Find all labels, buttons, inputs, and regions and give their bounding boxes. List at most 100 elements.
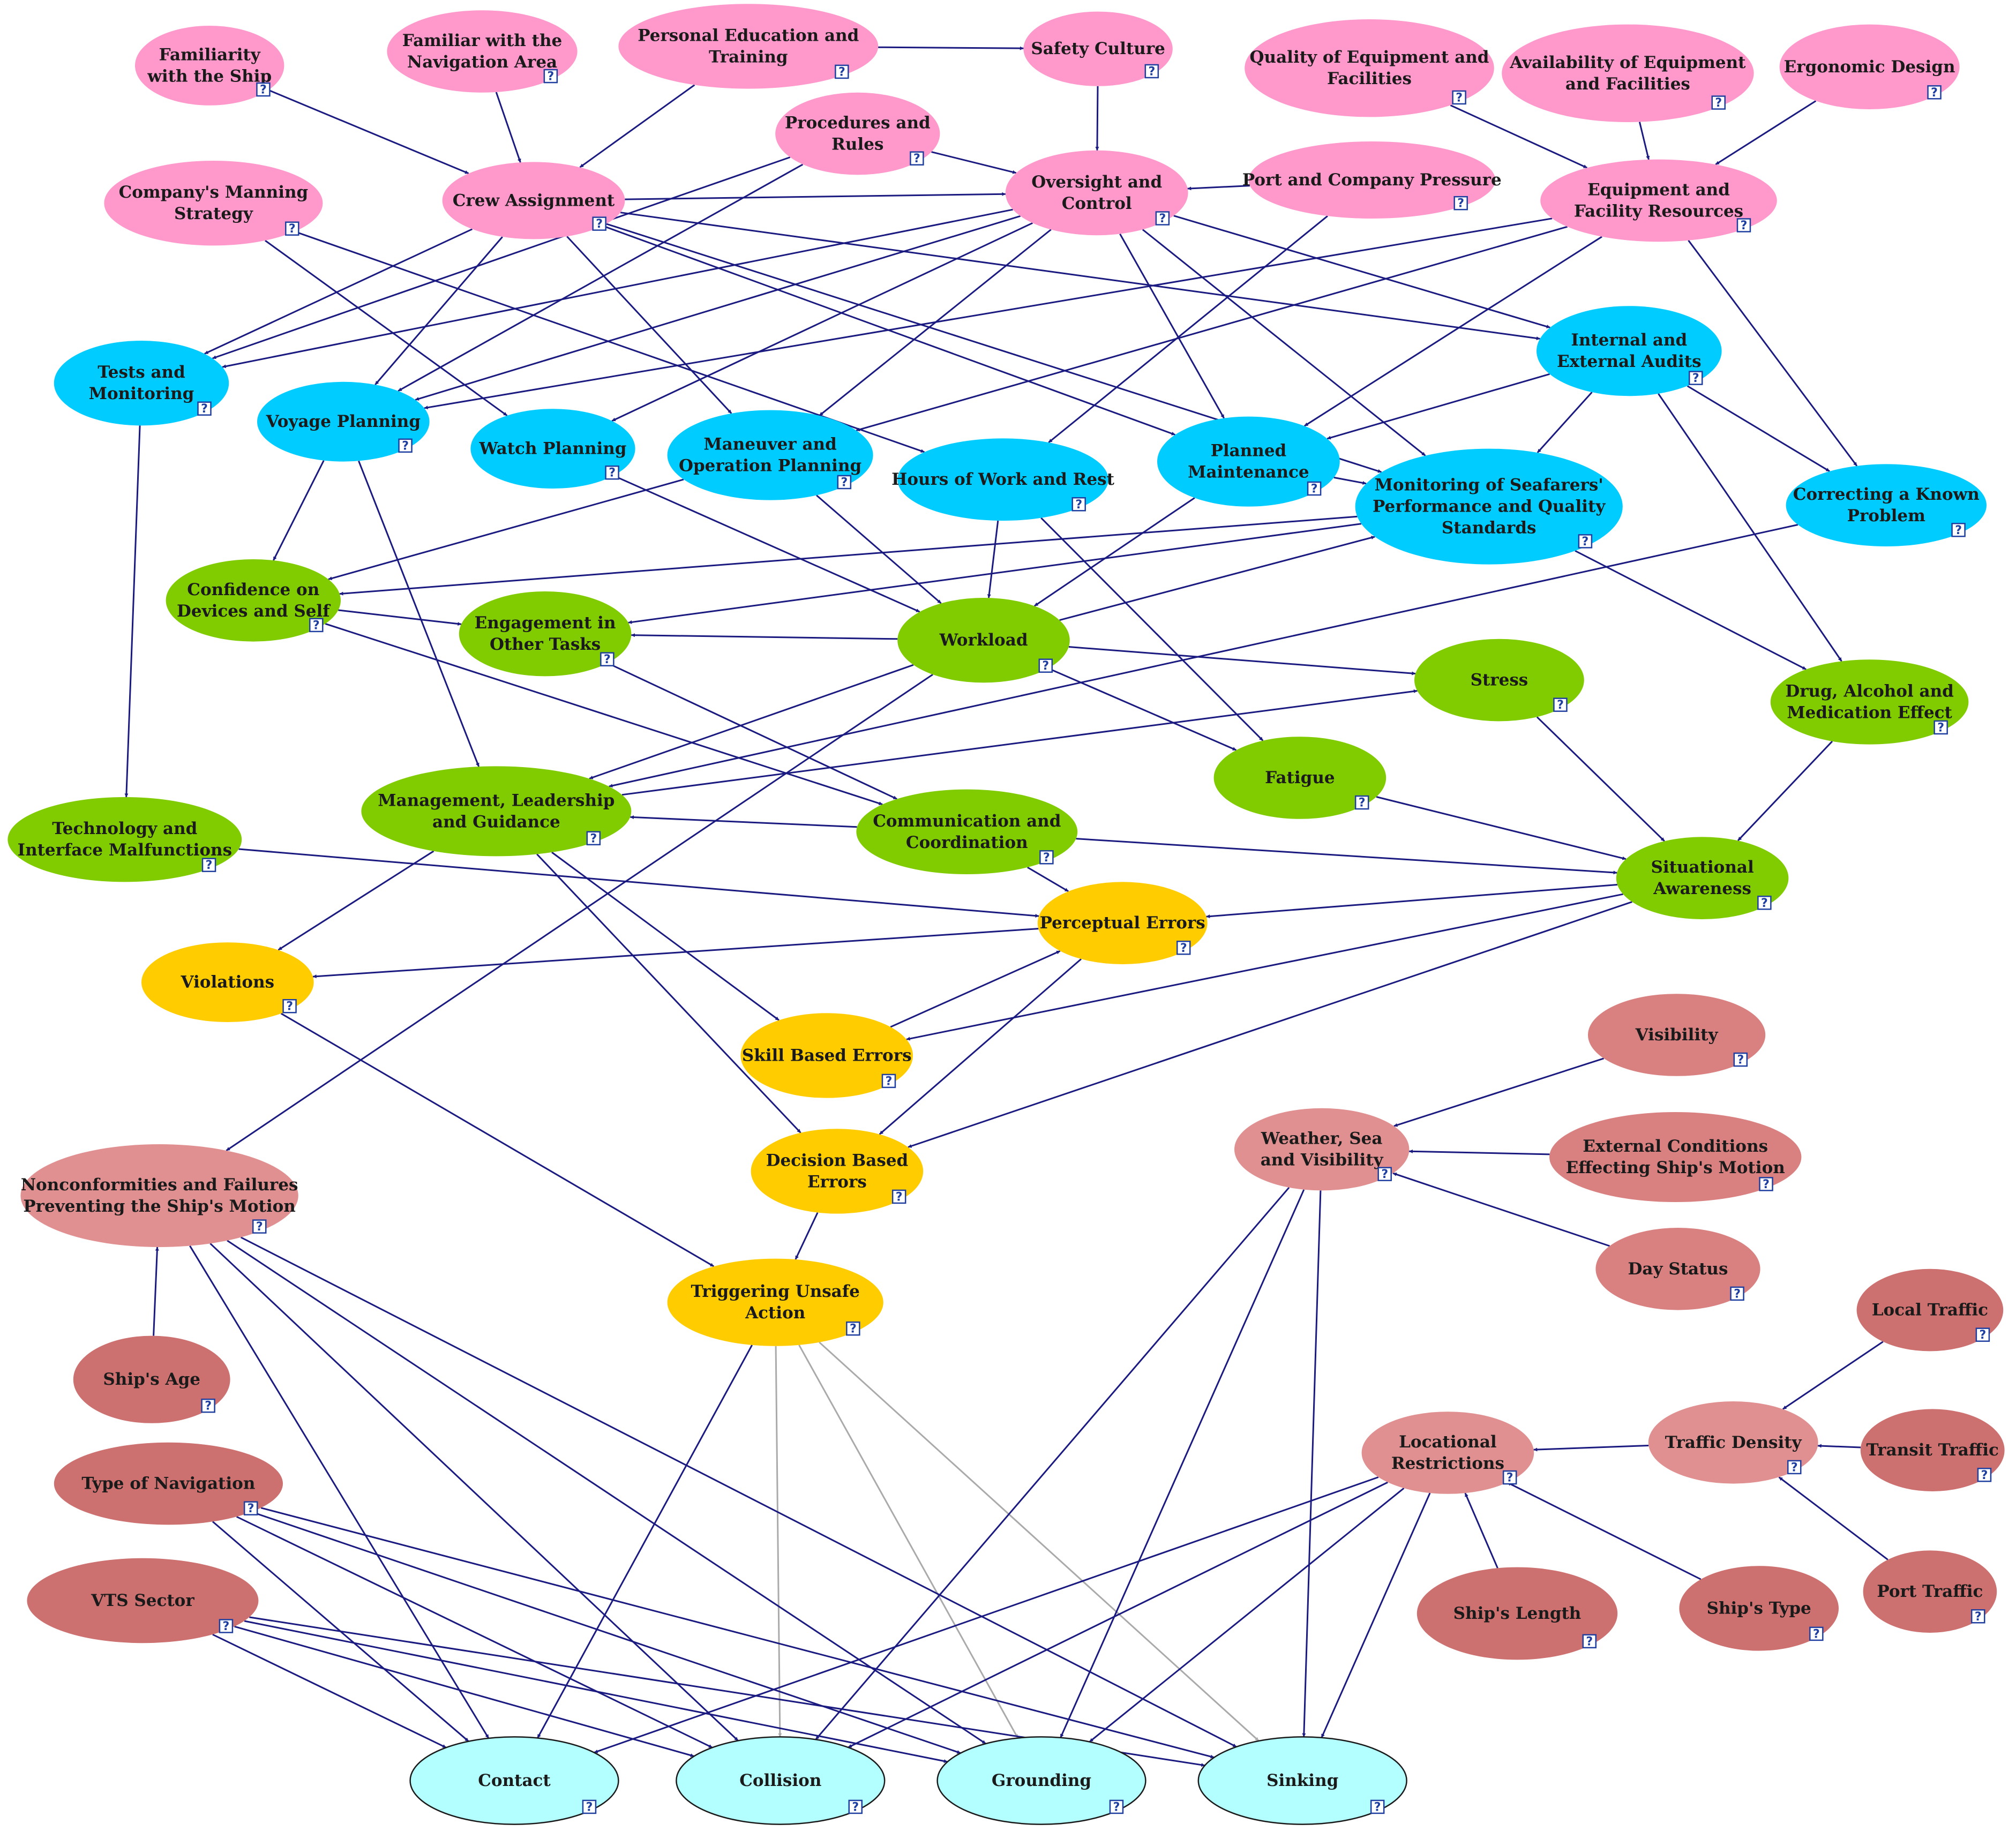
node-hours-work-rest[interactable]: Hours of Work and Rest?: [891, 438, 1115, 521]
node-ellipse[interactable]: [1860, 1409, 2005, 1491]
help-icon[interactable]: ?: [201, 858, 216, 873]
node-ellipse[interactable]: [1588, 994, 1766, 1076]
node-ellipse[interactable]: [1234, 1108, 1410, 1191]
node-collision[interactable]: Collision?: [676, 1736, 886, 1825]
help-icon[interactable]: ?: [1370, 1799, 1385, 1814]
help-icon[interactable]: ?: [1711, 95, 1726, 110]
help-icon[interactable]: ?: [543, 69, 558, 84]
help-icon[interactable]: ?: [1977, 1468, 1992, 1482]
help-icon[interactable]: ?: [1071, 497, 1086, 512]
help-icon[interactable]: ?: [1975, 1327, 1990, 1342]
node-ellipse[interactable]: [1414, 639, 1584, 722]
node-fatigue[interactable]: Fatigue?: [1213, 737, 1387, 819]
node-ellipse[interactable]: [775, 92, 940, 175]
help-icon[interactable]: ?: [1144, 64, 1159, 79]
node-ellipse[interactable]: [141, 942, 314, 1022]
node-ellipse[interactable]: [1197, 1736, 1407, 1825]
help-icon[interactable]: ?: [592, 216, 606, 231]
node-ellipse[interactable]: [1856, 1268, 2004, 1352]
node-ships-type[interactable]: Ship's Type?: [1679, 1566, 1839, 1651]
node-ellipse[interactable]: [470, 409, 635, 489]
node-ellipse[interactable]: [1157, 416, 1340, 507]
node-ellipse[interactable]: [1679, 1566, 1839, 1651]
help-icon[interactable]: ?: [1757, 896, 1772, 910]
node-ellipse[interactable]: [1355, 448, 1623, 565]
help-icon[interactable]: ?: [256, 82, 271, 97]
help-icon[interactable]: ?: [1502, 1470, 1517, 1485]
node-ellipse[interactable]: [751, 1129, 924, 1214]
node-ellipse[interactable]: [1213, 737, 1387, 819]
node-ellipse[interactable]: [27, 1558, 259, 1643]
help-icon[interactable]: ?: [1971, 1609, 1985, 1624]
node-skill-errors[interactable]: Skill Based Errors?: [740, 1013, 913, 1098]
help-icon[interactable]: ?: [201, 1398, 215, 1413]
help-icon[interactable]: ?: [398, 438, 413, 453]
help-icon[interactable]: ?: [1933, 720, 1948, 735]
node-ellipse[interactable]: [897, 598, 1070, 683]
help-icon[interactable]: ?: [219, 1619, 234, 1634]
help-icon[interactable]: ?: [586, 831, 601, 846]
node-transit-traffic[interactable]: Transit Traffic?: [1860, 1409, 2005, 1491]
node-ellipse[interactable]: [1245, 19, 1494, 117]
node-ellipse[interactable]: [257, 381, 430, 462]
node-ellipse[interactable]: [618, 4, 879, 89]
help-icon[interactable]: ?: [1578, 534, 1593, 549]
node-ellipse[interactable]: [54, 1442, 283, 1525]
node-ellipse[interactable]: [361, 766, 632, 857]
node-ergonomic-design[interactable]: Ergonomic Design?: [1779, 24, 1960, 109]
node-voyage-planning[interactable]: Voyage Planning?: [257, 381, 430, 462]
node-ellipse[interactable]: [1616, 837, 1789, 919]
node-local-traffic[interactable]: Local Traffic?: [1856, 1268, 2004, 1352]
help-icon[interactable]: ?: [582, 1799, 597, 1814]
node-ellipse[interactable]: [1779, 24, 1960, 109]
node-safety-culture[interactable]: Safety Culture?: [1023, 11, 1173, 86]
node-crew-assignment[interactable]: Crew Assignment?: [442, 162, 625, 239]
help-icon[interactable]: ?: [1809, 1626, 1824, 1641]
node-ellipse[interactable]: [459, 591, 632, 677]
help-icon[interactable]: ?: [1582, 1634, 1597, 1649]
help-icon[interactable]: ?: [243, 1501, 258, 1516]
node-ellipse[interactable]: [1361, 1412, 1534, 1494]
node-ellipse[interactable]: [442, 162, 625, 239]
help-icon[interactable]: ?: [848, 1799, 863, 1814]
node-ellipse[interactable]: [166, 559, 341, 642]
node-violations[interactable]: Violations?: [141, 942, 314, 1022]
node-ellipse[interactable]: [1770, 659, 1969, 745]
help-icon[interactable]: ?: [252, 1219, 267, 1234]
help-icon[interactable]: ?: [910, 151, 924, 166]
node-ellipse[interactable]: [1417, 1567, 1618, 1660]
help-icon[interactable]: ?: [197, 401, 212, 416]
node-vts-sector[interactable]: VTS Sector?: [27, 1558, 259, 1643]
node-ellipse[interactable]: [1005, 150, 1188, 236]
node-ellipse[interactable]: [1540, 159, 1777, 242]
help-icon[interactable]: ?: [1759, 1177, 1773, 1191]
help-icon[interactable]: ?: [1730, 1286, 1744, 1301]
help-icon[interactable]: ?: [1688, 371, 1703, 386]
node-port-traffic[interactable]: Port Traffic?: [1863, 1550, 1997, 1633]
node-traffic-density[interactable]: Traffic Density?: [1648, 1401, 1818, 1484]
node-monitoring-seafarers[interactable]: Monitoring of Seafarers'Performance and …: [1355, 448, 1623, 565]
node-ellipse[interactable]: [1786, 464, 1987, 546]
help-icon[interactable]: ?: [835, 64, 849, 79]
help-icon[interactable]: ?: [1736, 218, 1751, 232]
node-ellipse[interactable]: [1023, 11, 1173, 86]
node-ellipse[interactable]: [936, 1736, 1146, 1825]
help-icon[interactable]: ?: [605, 465, 619, 480]
node-contact[interactable]: Contact?: [409, 1736, 619, 1825]
help-icon[interactable]: ?: [1553, 697, 1568, 712]
